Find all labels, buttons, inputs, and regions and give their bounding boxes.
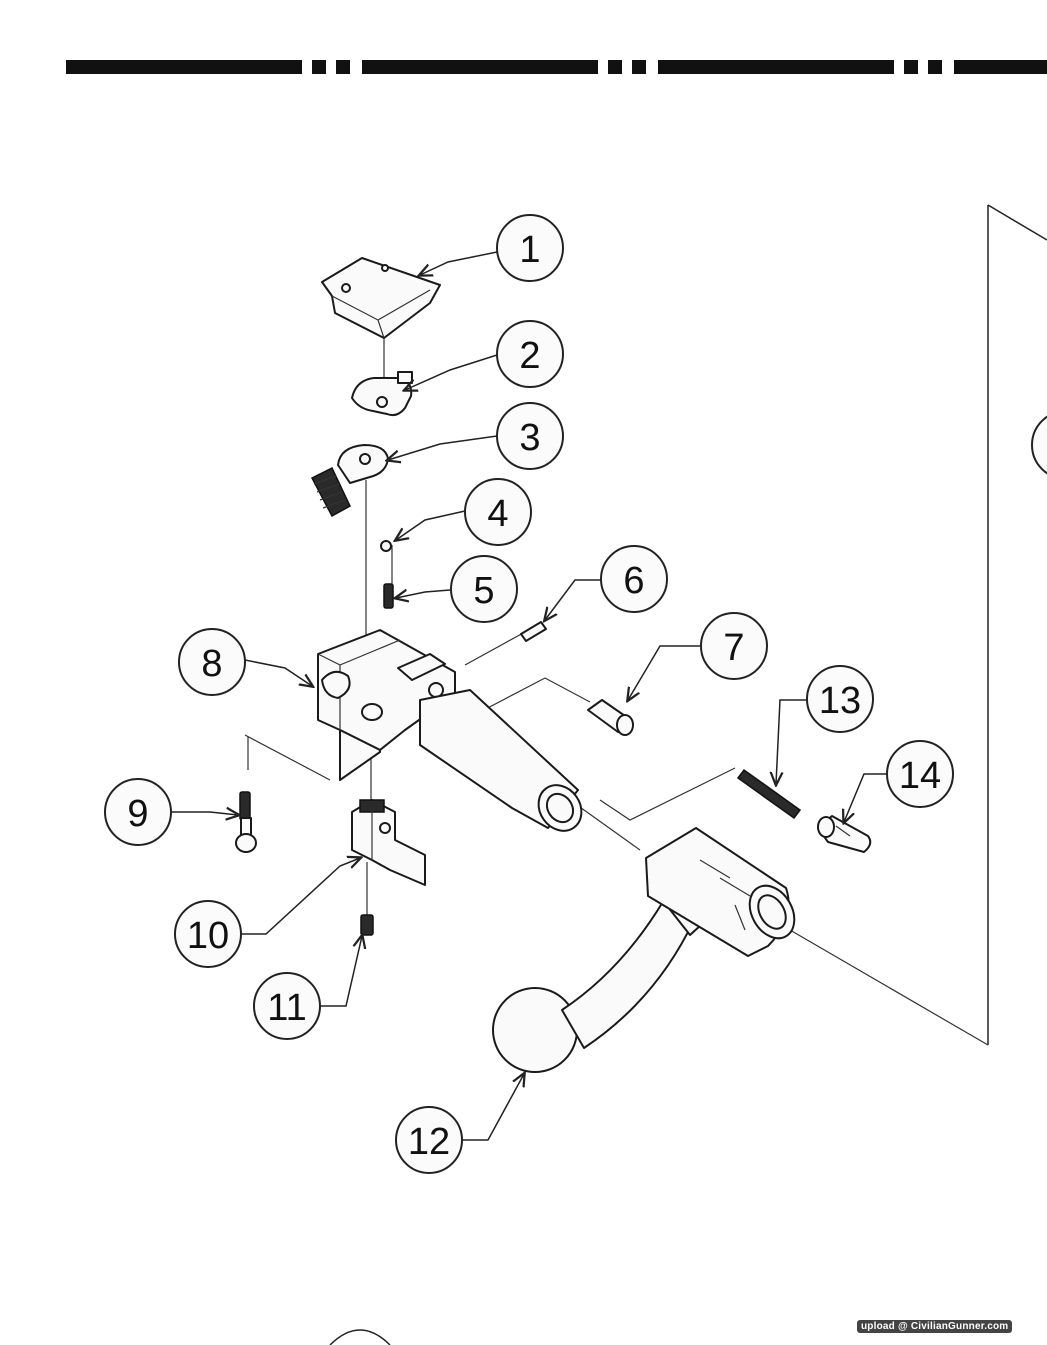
callout-1: 1 <box>496 214 564 282</box>
callout-7: 7 <box>700 612 768 680</box>
part-14-firing-pin <box>817 815 872 853</box>
part-6-pin <box>520 621 547 642</box>
callout-11: 11 <box>253 972 321 1040</box>
callout-13: 13 <box>806 665 874 733</box>
part-10-sear-block <box>351 799 426 886</box>
callout-8: 8 <box>178 628 246 696</box>
callout-10-label: 10 <box>187 915 229 957</box>
partial-callout-circle <box>1031 415 1047 475</box>
part-7-plunger <box>587 699 634 736</box>
part-11-set-screw <box>360 914 374 936</box>
callout-5-label: 5 <box>473 570 494 612</box>
callout-9-label: 9 <box>127 793 148 835</box>
callout-7-label: 7 <box>723 627 744 669</box>
callout-12: 12 <box>395 1106 463 1174</box>
callout-14: 14 <box>886 740 954 808</box>
callout-2-label: 2 <box>519 335 540 377</box>
partial-bottom-circle <box>329 1329 391 1345</box>
callout-1-label: 1 <box>519 229 540 271</box>
callout-4: 4 <box>464 478 532 546</box>
part-4-ball <box>380 540 392 552</box>
part-3-lever <box>310 444 389 518</box>
callout-13-label: 13 <box>819 680 861 722</box>
callout-11-label: 11 <box>267 987 306 1029</box>
callout-12-label: 12 <box>408 1121 450 1163</box>
part-8-receiver-body <box>317 629 583 832</box>
part-1-cover-plate <box>321 257 441 339</box>
callout-6-label: 6 <box>623 560 644 602</box>
part-2-cam <box>351 371 413 417</box>
callout-3: 3 <box>496 402 564 470</box>
frame-line <box>987 204 1047 241</box>
part-5-spring <box>383 583 394 609</box>
callout-2: 2 <box>496 320 564 388</box>
callout-14-label: 14 <box>899 755 941 797</box>
watermark-text: upload @ CivilianGunner.com <box>857 1320 1013 1333</box>
header-bar <box>66 60 1047 74</box>
callout-9: 9 <box>104 778 172 846</box>
part-12-bolt-handle <box>492 827 796 1073</box>
callout-10: 10 <box>174 900 242 968</box>
callout-5: 5 <box>450 555 518 623</box>
part-13-spring <box>736 768 802 820</box>
callout-3-label: 3 <box>519 417 540 459</box>
part-9-screw <box>235 791 257 853</box>
callout-8-label: 8 <box>201 643 222 685</box>
callout-6: 6 <box>600 545 668 613</box>
callout-4-label: 4 <box>487 493 508 535</box>
leader-lines <box>172 251 888 1141</box>
